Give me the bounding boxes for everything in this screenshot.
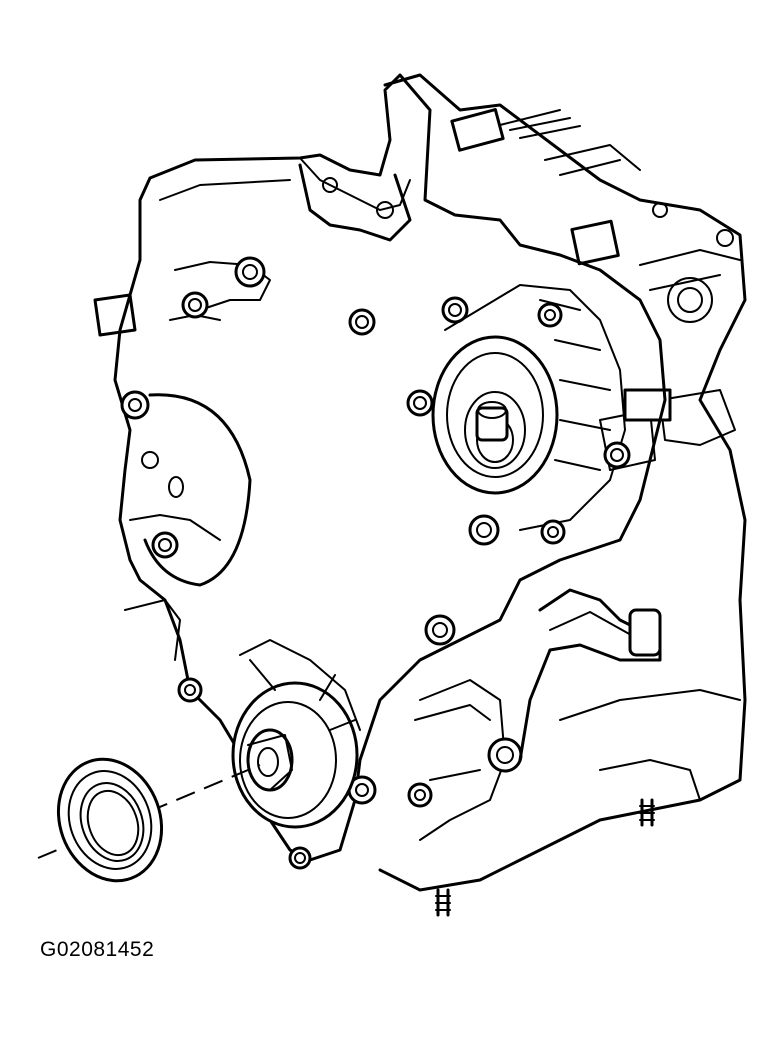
crank-seal-housing [231, 639, 361, 829]
oil-tube [518, 588, 662, 762]
bolt [603, 441, 631, 469]
bolt [540, 519, 566, 545]
studs [435, 798, 655, 917]
engine-block [378, 73, 747, 892]
bolt [406, 389, 434, 417]
cover-plate [143, 393, 252, 587]
water-pump-pulley [431, 284, 626, 531]
bolt [151, 531, 179, 559]
bolt [407, 782, 433, 808]
bolt [177, 677, 203, 703]
bolt [348, 308, 376, 336]
front-cover [93, 73, 667, 862]
bolt [424, 614, 456, 646]
bolt [181, 291, 209, 319]
bolt [347, 775, 377, 805]
figure-id-label: G02081452 [40, 938, 155, 961]
oil-seal [56, 757, 164, 883]
bolt [468, 514, 500, 546]
bolt [537, 302, 563, 328]
bolt [234, 256, 266, 288]
bolts [120, 256, 631, 870]
bolt [120, 390, 150, 420]
bolt [441, 296, 469, 324]
bolt [487, 737, 523, 773]
bolt [288, 846, 312, 870]
